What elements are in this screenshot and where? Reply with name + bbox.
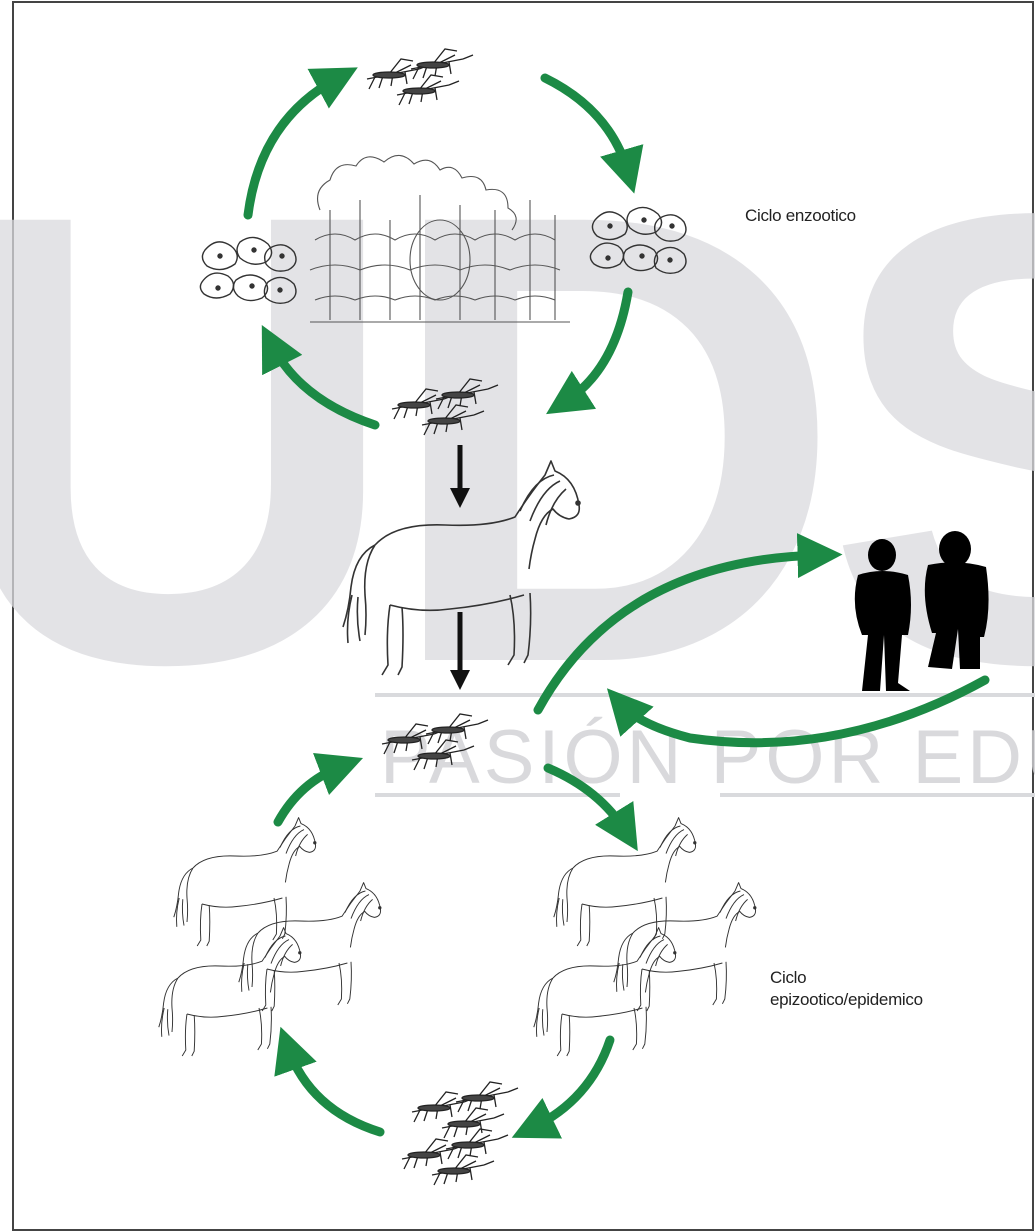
arrow-green bbox=[543, 763, 638, 852]
figure-border bbox=[12, 1, 1034, 1231]
arrow-green bbox=[540, 73, 644, 194]
mosquito-icon bbox=[412, 1082, 518, 1138]
watermark-logo: UDS bbox=[0, 81, 1035, 796]
label-ciclo-epizootico-line2: epizootico/epidemico bbox=[770, 990, 923, 1009]
arrow-green bbox=[274, 1026, 385, 1137]
horse-icon bbox=[613, 882, 757, 1012]
human-silhouette-icon bbox=[854, 531, 989, 691]
arrow-green bbox=[546, 287, 633, 415]
horse-icon bbox=[553, 817, 697, 947]
label-ciclo-enzootico: Ciclo enzootico bbox=[745, 206, 856, 225]
horse-icon bbox=[158, 927, 302, 1057]
epizootic-cycle bbox=[158, 714, 757, 1185]
arrow-green bbox=[273, 752, 364, 827]
enzootic-cycle bbox=[199, 49, 687, 435]
mosquito-icon bbox=[402, 1129, 508, 1185]
arrow-green bbox=[243, 67, 358, 220]
watermark-tagline: PASIÓN POR EDUCAR bbox=[380, 715, 1035, 800]
arrow-green bbox=[533, 533, 843, 715]
label-ciclo-epizootico: Ciclo epizootico/epidemico bbox=[770, 967, 923, 1011]
arrow-green bbox=[261, 324, 380, 430]
arrow-green bbox=[606, 675, 990, 748]
horse-icon bbox=[173, 817, 317, 947]
arrow-green bbox=[511, 1035, 615, 1139]
horse-icon bbox=[533, 927, 677, 1057]
watermark: UDS PASIÓN POR EDUCAR bbox=[0, 81, 1035, 800]
horse-icon bbox=[238, 882, 382, 1012]
label-ciclo-epizootico-line1: Ciclo bbox=[770, 968, 807, 987]
